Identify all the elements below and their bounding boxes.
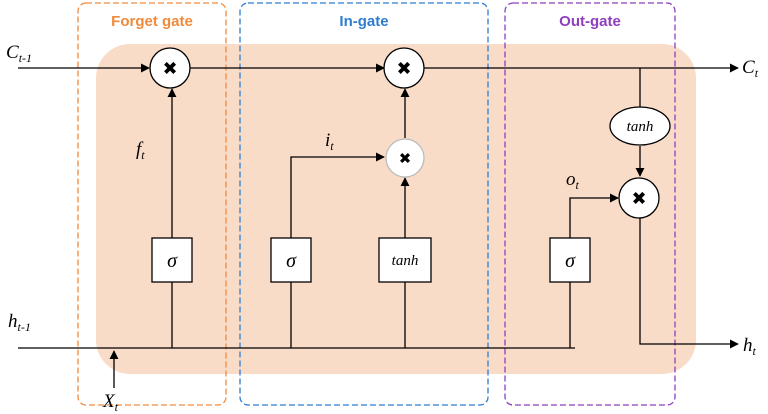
multiply-icon: ✖ [162, 59, 177, 80]
in-gate-region [239, 2, 489, 406]
forget-multiply-node: ✖ [149, 47, 191, 89]
label-i-t: it [325, 130, 334, 153]
cell-add-multiply-node: ✖ [383, 47, 425, 89]
out-ot-wire [569, 193, 619, 238]
out-gate-region [504, 2, 676, 406]
cell-background [96, 44, 696, 374]
multiply-icon: ✖ [396, 59, 411, 80]
label-h-prev: ht-1 [8, 311, 31, 334]
in-tanh-box: tanh [378, 237, 432, 283]
label-x-t: Xt [102, 391, 119, 414]
label-c-prev: Ct-1 [6, 42, 32, 65]
out-tanh-ellipse: tanh [609, 106, 671, 146]
in-it-wire [290, 152, 385, 238]
label-o-t: ot [566, 169, 580, 192]
in-sigma-box: σ [270, 237, 312, 283]
svg-text:tanh: tanh [627, 119, 654, 135]
label-f-t: ft [136, 139, 145, 162]
svg-text:σ: σ [286, 250, 297, 272]
hidden-state-out-wire [639, 218, 739, 349]
out-multiply-node: ✖ [618, 177, 660, 219]
svg-text:σ: σ [565, 250, 576, 272]
forget-gate-region [77, 2, 227, 406]
multiply-icon: ✖ [631, 189, 646, 210]
out-sigma-box: σ [549, 237, 591, 283]
in-gate-label: In-gate [339, 13, 388, 30]
out-gate-label: Out-gate [559, 13, 621, 30]
svg-text:tanh: tanh [392, 253, 419, 269]
svg-text:σ: σ [167, 250, 178, 272]
label-c-t: Ct [742, 57, 759, 80]
multiply-icon: ✖ [399, 150, 412, 168]
forget-gate-label: Forget gate [111, 13, 193, 30]
in-multiply-node: ✖ [385, 138, 425, 178]
label-h-t: ht [743, 335, 757, 358]
forget-sigma-box: σ [151, 237, 193, 283]
